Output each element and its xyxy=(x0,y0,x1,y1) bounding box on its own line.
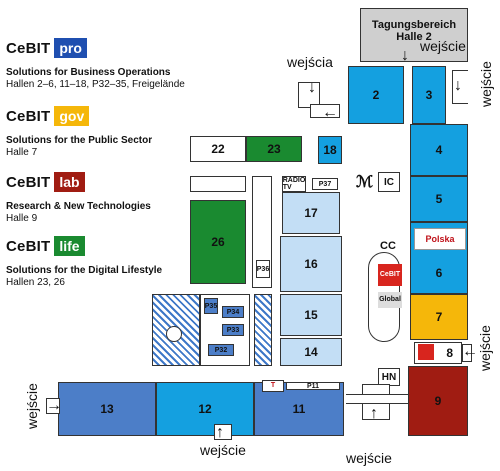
legend-halls: Halle 7 xyxy=(6,147,38,158)
cebit-wordmark: CeBIT xyxy=(6,107,51,125)
cc-label: CC xyxy=(380,240,396,252)
arrow-down-icon: ↓ xyxy=(308,79,316,96)
ic-building[interactable]: IC xyxy=(378,172,400,192)
arrow-up-icon: ↑ xyxy=(216,424,224,441)
pavilion-32[interactable]: P32 xyxy=(208,344,234,356)
cebit-wordmark: CeBIT xyxy=(6,39,51,57)
hall-16[interactable]: 16 xyxy=(280,236,342,292)
entrance-structure xyxy=(46,398,60,414)
tag-life: life xyxy=(54,236,85,256)
entrance-label: wejście xyxy=(346,450,392,466)
hall-4[interactable]: 4 xyxy=(410,124,468,176)
tagungsbereich-halle-2[interactable]: Tagungsbereich Halle 2 xyxy=(360,8,468,62)
hall-6-number: 6 xyxy=(435,266,443,280)
legend-halls: Hallen 23, 26 xyxy=(6,277,65,288)
walkway xyxy=(346,394,408,404)
entrance-label: wejście xyxy=(24,383,40,429)
global-logo: Global xyxy=(378,292,402,308)
pavilion-34[interactable]: P34 xyxy=(222,306,244,318)
cebit-logo: CeBIT xyxy=(378,264,402,286)
entrance-label: wejście xyxy=(478,61,494,107)
hall-18[interactable]: 18 xyxy=(318,136,342,164)
cebit-wordmark: CeBIT xyxy=(6,237,51,255)
cebit-marker-icon xyxy=(418,344,434,360)
hall-2[interactable]: 2 xyxy=(348,66,404,124)
hall-17[interactable]: 17 xyxy=(282,192,340,234)
legend-subtitle: Solutions for Business Operations xyxy=(6,67,171,78)
hall-15[interactable]: 15 xyxy=(280,294,342,336)
entrance-label: wejście xyxy=(477,325,493,371)
legend-subtitle: Solutions for the Digital Lifestyle xyxy=(6,265,163,276)
entrance-structure xyxy=(310,104,340,118)
cebit-wordmark: CeBIT xyxy=(6,173,51,191)
pavilion-11[interactable]: P11 xyxy=(286,382,340,390)
hall-3[interactable]: 3 xyxy=(412,66,446,124)
arrow-left-icon: ← xyxy=(322,104,338,121)
hall-23[interactable]: 23 xyxy=(246,136,302,162)
arrow-down-icon: ↓ xyxy=(401,47,409,64)
entrances-label: wejścia xyxy=(287,54,333,70)
entrance-structure xyxy=(214,424,232,440)
tagung-label: Tagungsbereich xyxy=(371,19,457,31)
entrance-label: wejście xyxy=(420,38,466,54)
hall-9[interactable]: 9 xyxy=(408,366,468,436)
pavilion-37[interactable]: P37 xyxy=(312,178,338,190)
pavilion-33[interactable]: P33 xyxy=(222,324,244,336)
legend-halls: Hallen 2–6, 11–18, P32–35, Freigelände xyxy=(6,79,185,90)
arrow-down-icon: ↓ xyxy=(454,77,462,94)
polska-sign: Polska xyxy=(414,228,466,250)
pavilion-36[interactable]: P36 xyxy=(256,260,270,278)
pavilion-35[interactable]: P35 xyxy=(204,298,218,314)
legend-halls: Halle 9 xyxy=(6,213,38,224)
entrance-structure xyxy=(452,70,468,104)
hall-14[interactable]: 14 xyxy=(280,338,342,366)
hall-5[interactable]: 5 xyxy=(410,176,468,222)
tag-lab: lab xyxy=(54,172,85,192)
tag-gov: gov xyxy=(54,106,90,126)
legend-subtitle: Research & New Technologies xyxy=(6,201,151,212)
tv-icon: T xyxy=(262,380,284,392)
legend-subtitle: Solutions for the Public Sector xyxy=(6,135,153,146)
hall-26[interactable]: 26 xyxy=(190,200,246,284)
tagung-hall-label: Halle 2 xyxy=(396,31,432,43)
arrow-left-icon: ← xyxy=(462,343,478,360)
hall-12[interactable]: 12 xyxy=(156,382,254,436)
m-logo-icon: ℳ xyxy=(356,174,374,191)
hall-11[interactable]: 11 xyxy=(254,382,344,436)
hall-13[interactable]: 13 xyxy=(58,382,156,436)
entrance-structure xyxy=(298,82,320,108)
hall-8-number: 8 xyxy=(446,346,453,360)
tag-pro: pro xyxy=(54,38,87,58)
entrance-structure xyxy=(462,344,472,362)
hall-7[interactable]: 7 xyxy=(410,294,468,340)
radio-tv-pavilion[interactable]: RADIO TV xyxy=(282,176,306,192)
hall-22[interactable]: 22 xyxy=(190,136,246,162)
entrance-label: wejście xyxy=(200,442,246,458)
round-building xyxy=(166,326,182,342)
building xyxy=(190,176,246,192)
pavilion-area-hatched xyxy=(254,294,272,366)
arrow-up-icon: ↑ xyxy=(370,405,378,422)
arrow-right-icon: → xyxy=(46,397,62,414)
